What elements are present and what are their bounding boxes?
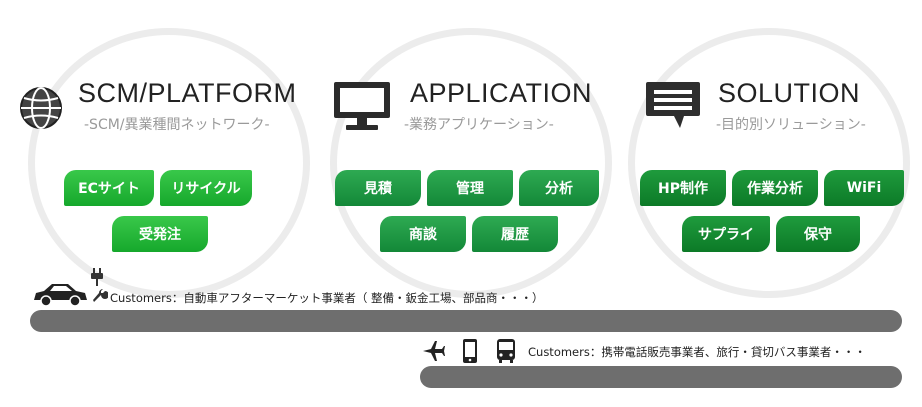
tag-order-receive[interactable]: 受発注 — [112, 216, 208, 252]
globe-icon — [20, 87, 62, 129]
tag-hp-production[interactable]: HP制作 — [640, 170, 726, 206]
timeline-bar-mobile-travel — [420, 366, 902, 388]
timeline-bar-automotive — [30, 310, 902, 332]
customers-mobile-travel-text: Customers：携帯電話販売事業者、旅行・貸切バス事業者・・・ — [528, 345, 866, 359]
plug-icon — [91, 268, 103, 286]
solution-title: SOLUTION — [718, 78, 861, 108]
tag-wifi[interactable]: WiFi — [824, 170, 904, 206]
chat-bubble-icon — [646, 82, 700, 128]
tag-work-analysis[interactable]: 作業分析 — [732, 170, 818, 206]
airplane-icon — [423, 341, 445, 361]
application-title: APPLICATION — [410, 78, 593, 108]
smartphone-icon — [463, 339, 477, 363]
car-icon — [34, 284, 87, 307]
tag-ec-site[interactable]: ECサイト — [64, 170, 154, 206]
tag-maintenance[interactable]: 保守 — [776, 216, 860, 252]
scm-subtitle: -SCM/異業種間ネットワーク- — [84, 117, 270, 133]
monitor-icon — [334, 82, 390, 130]
customers-automotive-text: Customers：自動車アフターマーケット事業者（ 整備・鈑金工場、部品商・・… — [110, 291, 544, 305]
tag-analysis[interactable]: 分析 — [519, 170, 599, 206]
tag-history[interactable]: 履歴 — [472, 216, 558, 252]
tag-management[interactable]: 管理 — [427, 170, 513, 206]
application-subtitle: -業務アプリケーション- — [404, 117, 554, 133]
scm-ring — [28, 28, 310, 298]
bus-icon — [497, 339, 515, 363]
scm-title: SCM/PLATFORM — [78, 78, 297, 108]
solution-ring — [628, 28, 910, 298]
tag-recycle[interactable]: リサイクル — [160, 170, 252, 206]
tag-negotiation[interactable]: 商談 — [380, 216, 466, 252]
solution-subtitle: -目的別ソリューション- — [716, 117, 866, 133]
application-ring — [330, 28, 612, 298]
tag-supply[interactable]: サプライ — [682, 216, 770, 252]
tag-estimate[interactable]: 見積 — [335, 170, 421, 206]
wrench-icon — [93, 289, 108, 302]
